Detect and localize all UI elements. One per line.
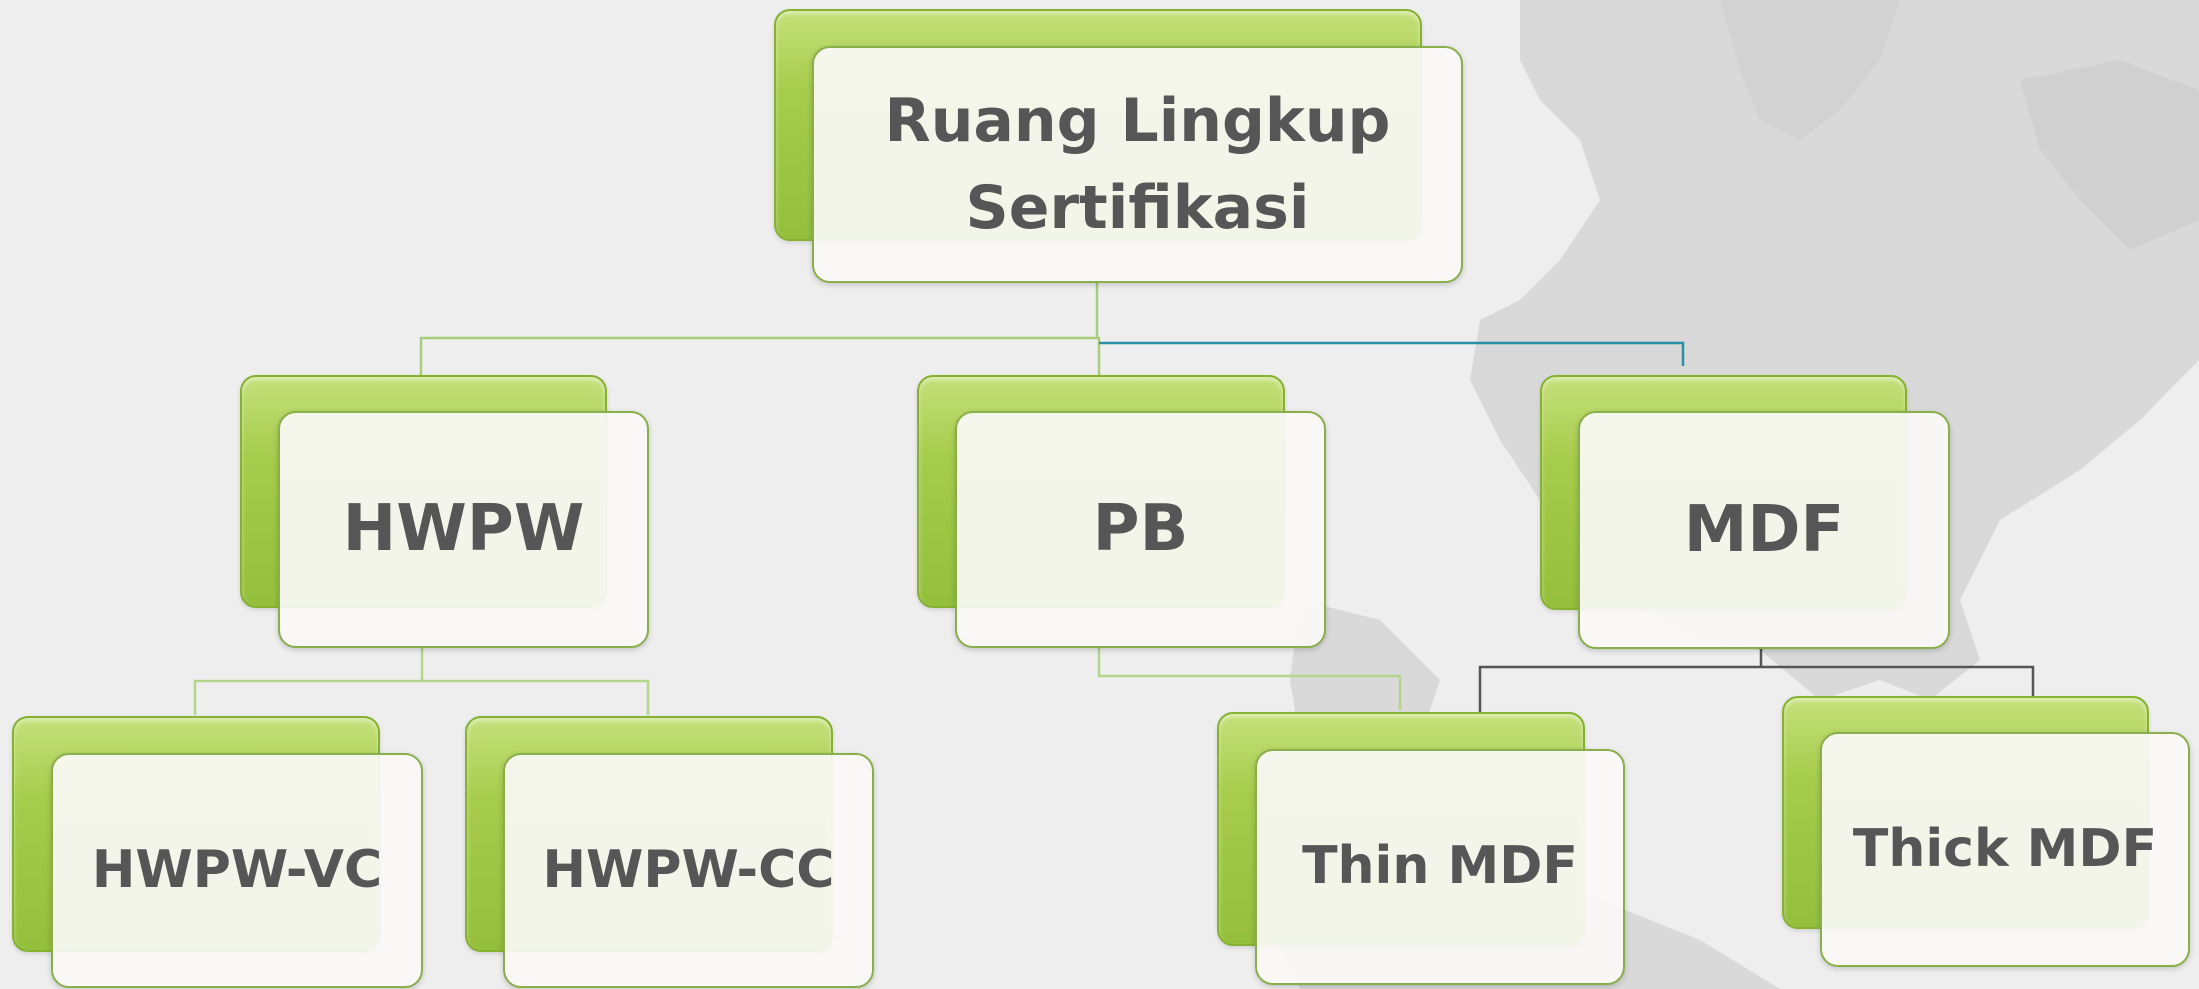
node-pb-label: PB <box>1092 492 1189 567</box>
node-root-label-line2: Sertifikasi <box>965 172 1310 243</box>
node-root-card: Ruang Lingkup Sertifikasi <box>812 46 1463 283</box>
connector-root-pb <box>1097 336 1101 375</box>
node-hwpw-cc-label: HWPW-CC <box>542 839 835 900</box>
node-hwpw-vc-card: HWPW-VC <box>51 753 423 988</box>
node-pb-card: PB <box>955 411 1326 648</box>
node-root-label: Ruang Lingkup Sertifikasi <box>885 78 1391 252</box>
node-hwpw-cc-card: HWPW-CC <box>503 753 874 988</box>
node-thin-mdf-card: Thin MDF <box>1255 749 1625 985</box>
node-mdf-card: MDF <box>1578 411 1950 649</box>
node-thick-mdf-label: Thick MDF <box>1852 818 2158 879</box>
node-hwpw-card: HWPW <box>278 411 649 648</box>
node-root-label-line1: Ruang Lingkup <box>884 85 1391 156</box>
node-thin-mdf-label: Thin MDF <box>1302 836 1578 897</box>
connector-root-hwpw <box>419 282 1099 375</box>
connector-pb-thin-mdf <box>1097 648 1402 710</box>
node-mdf-label: MDF <box>1683 492 1845 567</box>
connector-hwpw-children <box>193 648 650 715</box>
node-hwpw-vc-label: HWPW-VC <box>91 839 383 900</box>
node-hwpw-label: HWPW <box>342 492 585 567</box>
connector-root-mdf <box>1099 341 1685 366</box>
node-thick-mdf-card: Thick MDF <box>1820 732 2190 967</box>
